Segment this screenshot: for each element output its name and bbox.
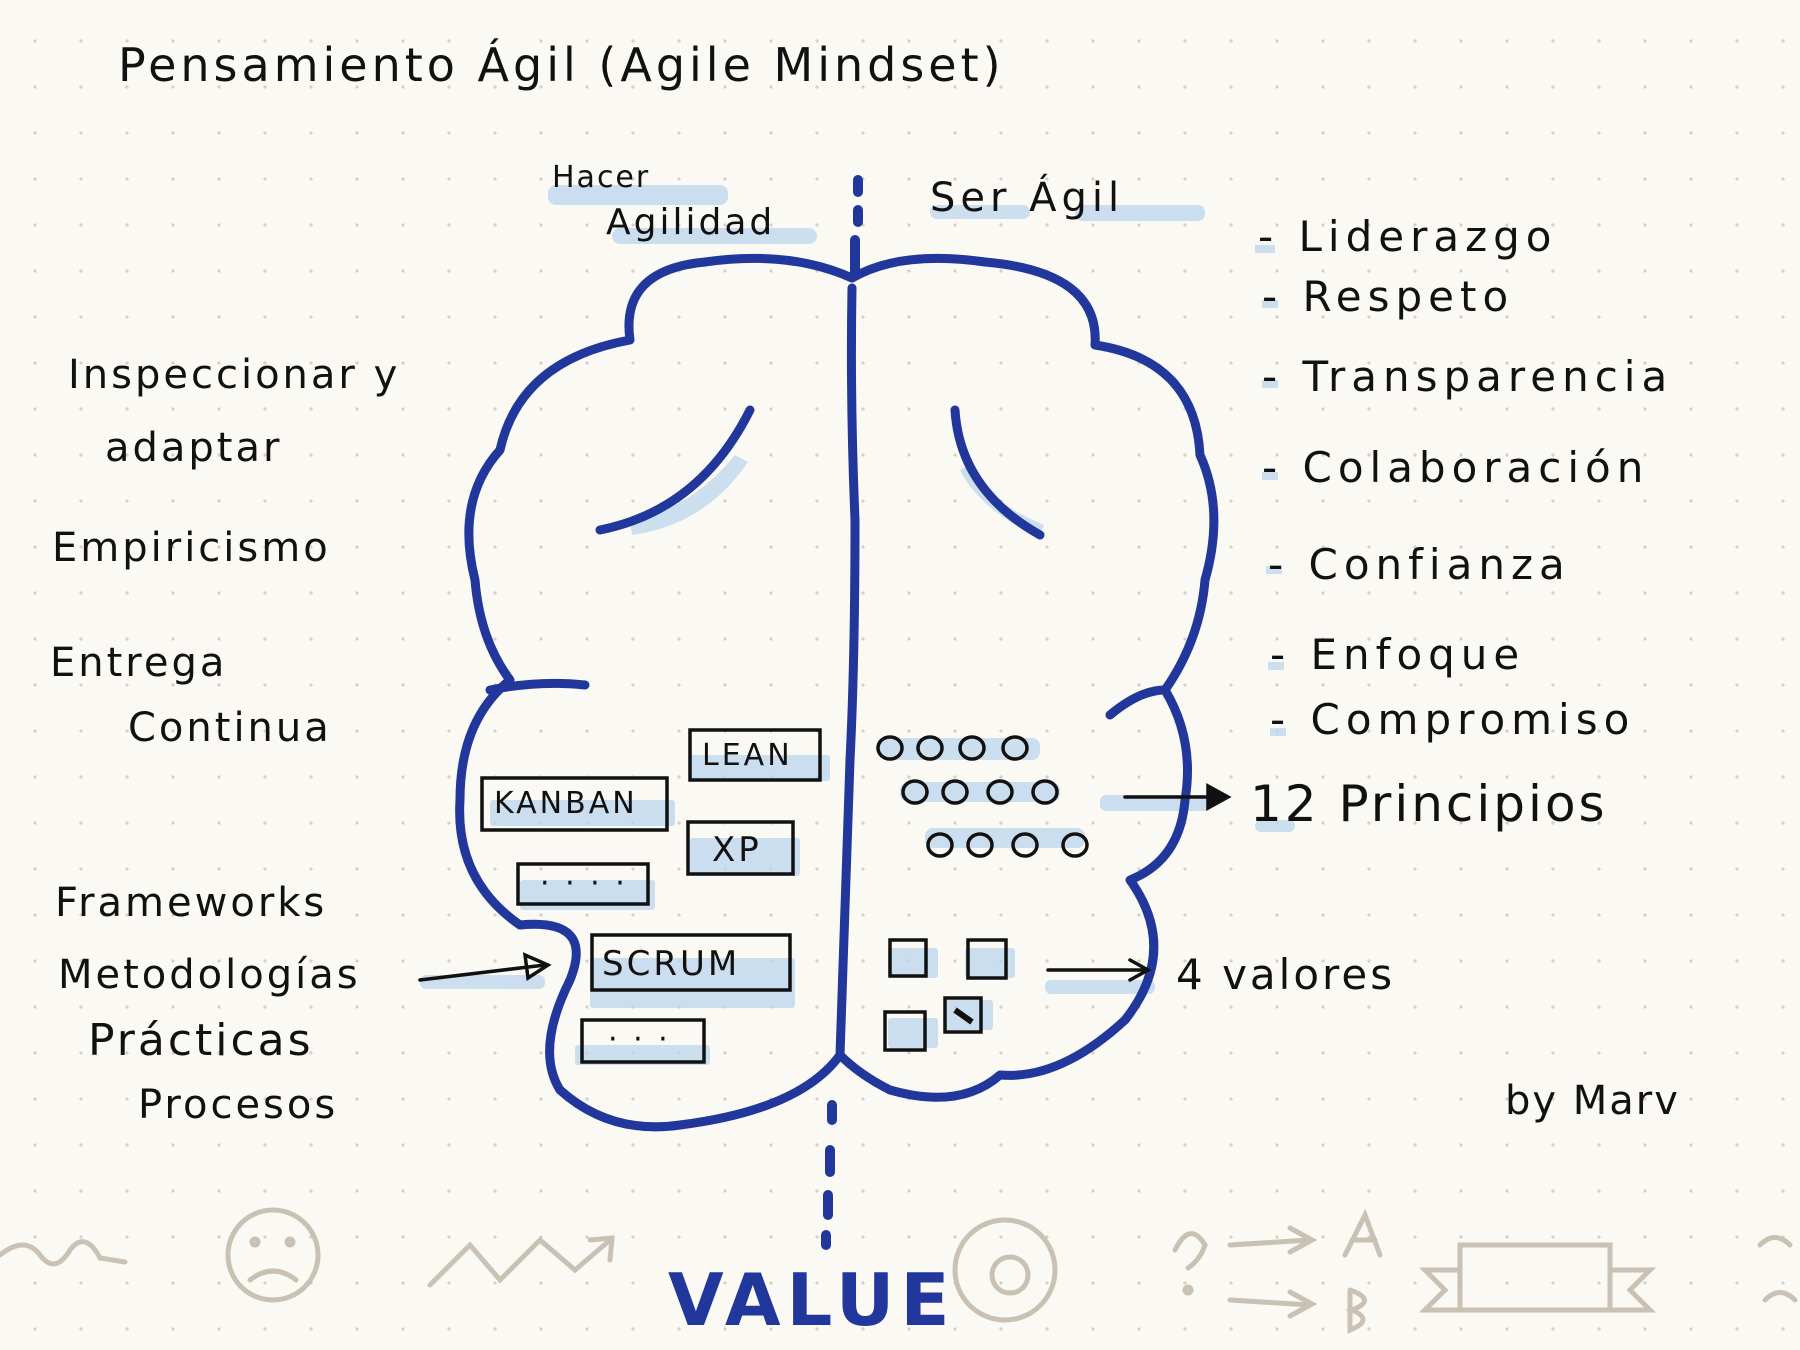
framework-boxes xyxy=(480,728,822,1064)
value-label: VALUE xyxy=(668,1258,956,1342)
label-frameworks: Frameworks xyxy=(55,880,328,926)
dots-box-2 xyxy=(580,1018,706,1064)
label-empiricismo: Empiricismo xyxy=(52,525,331,571)
ser-agil-label: Ser Ágil xyxy=(930,175,1125,221)
at-sign-icon xyxy=(952,1217,1058,1323)
value-colaboracion: - Colaboración xyxy=(1262,443,1650,492)
value-liderazgo: - Liderazgo xyxy=(1258,212,1558,261)
highlight-shadows xyxy=(420,185,1295,1065)
value-respeto: - Respeto xyxy=(1262,272,1515,321)
label-inspeccionar: Inspeccionar y xyxy=(68,352,401,398)
framework-dots-2: · · · xyxy=(608,1022,671,1057)
xp-box xyxy=(686,820,795,876)
brain-outline xyxy=(455,253,1219,1132)
label-metodologias: Metodologías xyxy=(58,952,361,998)
banner-icon xyxy=(1457,1242,1613,1313)
value-confianza: - Confianza xyxy=(1268,540,1571,589)
framework-lean: LEAN xyxy=(702,738,793,773)
lean-box xyxy=(688,728,822,782)
arrow-a-icon xyxy=(1227,1225,1318,1255)
arrow-b-icon xyxy=(1227,1289,1318,1319)
framework-xp: XP xyxy=(712,830,762,870)
framework-scrum: SCRUM xyxy=(602,944,741,984)
principios-label: 12 Principios xyxy=(1250,775,1608,833)
label-continua: Continua xyxy=(128,705,332,751)
framework-kanban: KANBAN xyxy=(494,786,638,821)
framework-dots-1: · · · · xyxy=(540,866,628,901)
label-procesos: Procesos xyxy=(138,1082,339,1128)
byline: by Marv xyxy=(1505,1078,1680,1124)
value-squares xyxy=(883,938,1008,1052)
value-compromiso: - Compromiso xyxy=(1270,695,1636,744)
squiggle-arrow-icon xyxy=(0,1239,128,1267)
arrow-frameworks-icon xyxy=(418,963,547,982)
label-entrega: Entrega xyxy=(50,640,228,686)
scrum-box xyxy=(590,933,792,992)
label-practicas: Prácticas xyxy=(88,1015,314,1066)
valores-label: 4 valores xyxy=(1176,950,1396,999)
corner-doodle-icon xyxy=(1757,1235,1798,1303)
sad-face-icon xyxy=(225,1207,321,1303)
label-adaptar: adaptar xyxy=(105,425,283,471)
page-title: Pensamiento Ágil (Agile Mindset) xyxy=(118,38,1005,92)
zigzag-arrow-icon xyxy=(427,1236,613,1288)
background-doodles xyxy=(0,1207,1798,1334)
arrows xyxy=(418,783,1232,982)
hacer-label: Hacer xyxy=(552,160,651,195)
kanban-box xyxy=(480,776,669,832)
value-transparencia: - Transparencia xyxy=(1262,352,1674,401)
dots-box-1 xyxy=(516,862,650,906)
question-icon xyxy=(1172,1231,1208,1271)
center-dashed-line xyxy=(821,175,863,1250)
principle-circles xyxy=(876,735,1089,858)
value-enfoque: - Enfoque xyxy=(1270,630,1526,679)
agilidad-label: Agilidad xyxy=(606,202,776,243)
